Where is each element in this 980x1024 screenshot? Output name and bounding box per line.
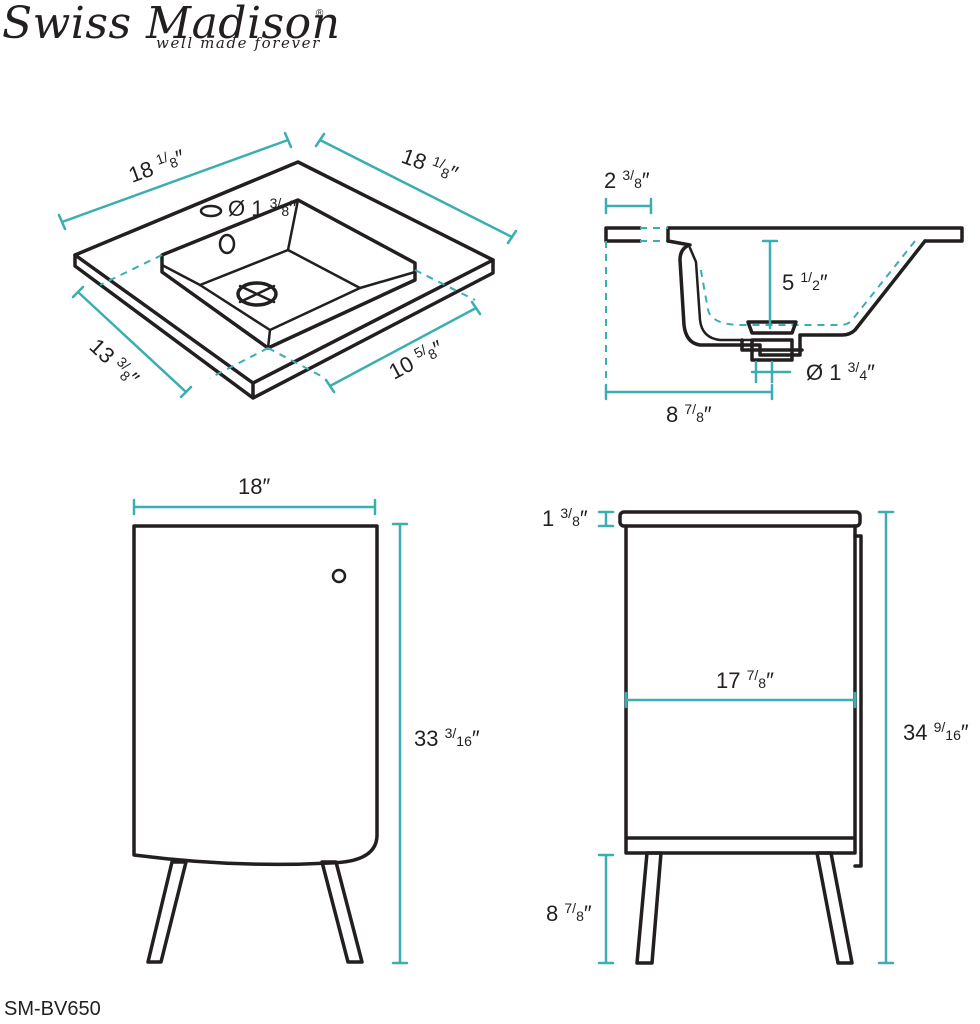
dim-line-drain-offset — [604, 383, 774, 401]
section-drain — [740, 320, 804, 362]
side-cabinet-body — [624, 524, 857, 855]
dim-line-top-depth — [314, 132, 518, 245]
brand-name: Swiss Madison — [2, 0, 341, 49]
drain-cross — [238, 284, 276, 304]
label-cabinet-depth: 17 7/8″ — [716, 667, 774, 693]
label-faucet-hole: Ø 1 3/8″ — [228, 195, 297, 221]
front-leg-right — [320, 860, 364, 964]
basin-rim — [160, 198, 417, 350]
dim-line-cabinet-depth — [624, 691, 857, 709]
model-number: SM-BV650 — [4, 998, 101, 1020]
section-countertop — [604, 226, 964, 243]
label-cabinet-height: 33 3/16″ — [414, 725, 480, 751]
label-basin-depth: 13 3/8″ — [85, 333, 145, 392]
cabinet-side-view — [597, 510, 895, 965]
dim-line-cabinet-width — [132, 498, 377, 516]
overflow-hole — [218, 233, 236, 255]
label-drain-diameter: Ø 1 3/4″ — [806, 359, 875, 385]
brand-logo: Swiss Madison — [2, 0, 340, 48]
label-top-thickness: 1 3/8″ — [542, 505, 588, 531]
registered-mark: ® — [316, 8, 324, 19]
label-leg-height: 8 7/8″ — [546, 900, 592, 926]
dim-line-top-width — [57, 131, 293, 231]
section-overflow-channel — [688, 246, 754, 342]
faucet-hole — [199, 204, 223, 218]
dim-line-basin-depth — [71, 285, 193, 399]
label-basin-width: 10 5/8″ — [384, 334, 448, 384]
cabinet-front-view — [132, 498, 409, 965]
sink-section-view — [604, 197, 964, 401]
label-drain-offset: 8 7/8″ — [666, 401, 712, 427]
dim-line-leg-height — [597, 853, 615, 965]
dim-line-rim-width — [604, 197, 653, 215]
dim-line-basin-width — [324, 300, 482, 394]
dim-line-top-thickness — [597, 510, 615, 528]
side-leg-right — [815, 851, 854, 965]
basin-creases — [160, 198, 417, 350]
brand-tagline: well made forever — [156, 34, 321, 52]
side-countertop — [618, 510, 862, 528]
drain-hole — [236, 281, 278, 307]
side-leg-left — [635, 851, 663, 965]
isometric-sink-top — [57, 131, 518, 400]
dim-line-total-height — [877, 510, 895, 965]
front-cabinet-body — [132, 524, 379, 867]
label-top-depth: 18 1/8″ — [398, 142, 461, 186]
dim-line-cabinet-height — [391, 522, 409, 965]
section-basin-outer — [666, 239, 927, 357]
countertop-edge — [73, 253, 495, 400]
side-door-edge — [853, 534, 863, 868]
door-knob — [331, 568, 347, 584]
dim-line-drain-diameter — [750, 360, 792, 384]
section-break — [640, 227, 668, 242]
label-total-height: 34 9/16″ — [903, 719, 969, 745]
dim-line-basin-height — [761, 239, 779, 330]
label-basin-height: 5 1/2″ — [782, 269, 828, 295]
label-cabinet-width: 18″ — [238, 474, 270, 499]
label-rim-width: 2 3/8″ — [604, 167, 650, 193]
label-top-width: 18 1/8″ — [125, 143, 188, 187]
front-leg-left — [146, 860, 188, 964]
